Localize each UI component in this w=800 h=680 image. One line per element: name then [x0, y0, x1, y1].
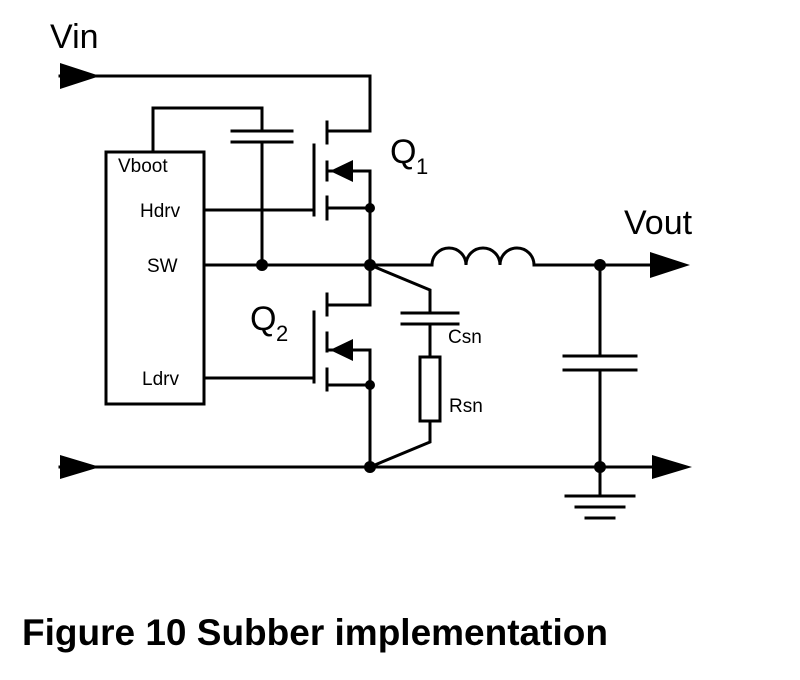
hdrv-pin-label: Hdrv: [140, 201, 181, 222]
snubber-bottom-wire: [368, 419, 432, 469]
vboot-pin-label: Vboot: [118, 156, 168, 177]
ground-junction-q2: [364, 461, 376, 473]
figure-caption: Figure 10 Subber implementation: [22, 612, 608, 653]
ldrv-pin-label: Ldrv: [142, 369, 179, 390]
vin-label: Vin: [50, 18, 99, 56]
sw-junction-cap: [256, 259, 268, 271]
ground-symbol: [564, 465, 636, 520]
q2-subscript: 2: [276, 321, 288, 346]
q1-subscript: 1: [416, 154, 428, 179]
rsn-label: Rsn: [449, 396, 483, 417]
return-arrow-right: [652, 455, 692, 479]
vout-arrow: [650, 252, 690, 278]
csn-label: Csn: [448, 327, 482, 348]
q2-mosfet: [202, 263, 375, 469]
snubber-top-wire: [368, 263, 432, 315]
driver-ic: [104, 150, 206, 406]
vout-label: Vout: [624, 204, 693, 242]
q1-label: Q: [390, 133, 416, 171]
q2-label: Q: [250, 300, 276, 338]
rsn-resistor: [418, 355, 442, 423]
q1-mosfet: [202, 120, 375, 267]
sw-pin-label: SW: [147, 256, 178, 277]
vboot-wire: [151, 106, 264, 154]
output-inductor: [430, 246, 536, 267]
